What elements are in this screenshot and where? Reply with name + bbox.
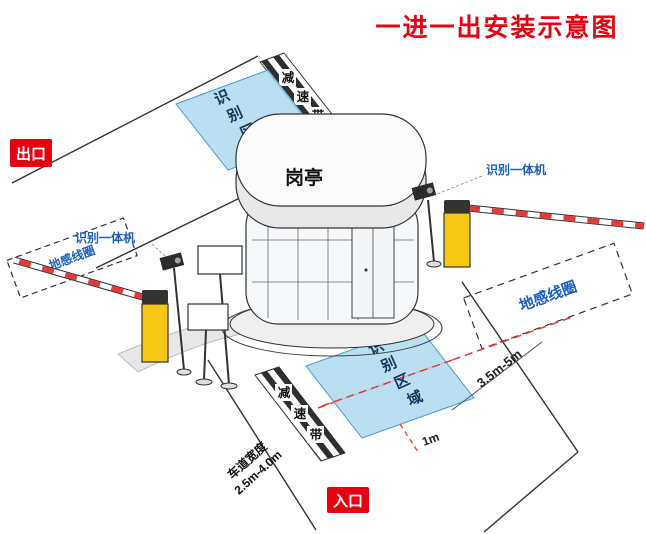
diagram-title: 一进一出安装示意图 [375,13,618,42]
recognition-area-bottom: 识 别 区 域 [305,325,475,439]
entry-lane-right-edge [461,281,579,453]
recognition-machine-label: 识别一体机 [75,230,135,245]
speed-bump-char: 带 [310,427,323,442]
camera-pole-base [426,260,442,268]
barrier-arm [13,257,147,301]
camera-head-icon [411,182,437,201]
booth-roof-top [235,113,427,207]
barrier-cabinet-cap [142,290,168,304]
barrier-cabinet [443,212,471,268]
recognition-area-char: 区 [392,371,413,393]
speed-bump-char: 速 [297,89,310,104]
char-chip [291,405,308,422]
char-chip [307,426,324,443]
camera-pole [173,267,185,371]
sign-pole-base [220,382,238,390]
door-handle [364,268,368,272]
camera-pole-base [176,368,192,376]
sign-pole [203,329,207,381]
lane-width-annotation: 车道宽度 2.5m-4.0m [224,438,284,497]
exit-badge: 出口 [10,139,52,167]
entrance-badge: 入口 [327,487,369,513]
speed-bump-bottom: 减 速 带 [254,366,346,462]
char-chip [279,69,296,86]
exit-lane-upper-edge [11,55,259,184]
area-offset-label: 1m [420,430,441,449]
entrance-badge-label: 入口 [333,493,363,510]
char-chip [294,88,311,105]
exit-badge-label: 出口 [16,145,46,163]
barrier-cabinet [141,303,169,363]
sign-pole-base [195,378,213,386]
display-sign [187,303,229,331]
recognition-camera-right: 识别一体机 [411,162,546,268]
speed-bump-char: 减 [278,385,291,400]
camera-leader-line [436,175,483,195]
char-chip [275,384,292,401]
recognition-area-char: 别 [224,104,246,126]
camera-head-icon [159,252,185,271]
booth-door [351,217,395,319]
ground-coil-label: 地感线圈 [517,277,580,314]
coil-distance-label: 3.5m-5m [474,346,525,390]
coil-distance-line [451,341,543,411]
recognition-machine-label: 识别一体机 [486,162,546,177]
booth-label: 岗亭 [285,166,323,189]
area-offset-line [399,423,419,453]
recognition-area-centerline [321,357,459,407]
recognition-area-char: 别 [378,354,400,376]
speed-bump-char: 速 [294,406,307,421]
recognition-area-char: 域 [404,387,425,410]
speed-bump-char: 减 [282,70,295,85]
ground-coil-right: 地感线圈 [462,242,634,350]
barrier-cabinet-cap [444,200,470,213]
display-sign [197,245,243,275]
guard-booth: 岗亭 [117,113,443,373]
camera-pole [427,199,435,263]
recognition-camera-left: 识别一体机 [75,230,192,376]
sign-boards [187,245,243,390]
barrier-gate-left [13,256,169,363]
entry-lane-bottom-edge [483,451,579,533]
barrier-arm-stripes [467,205,645,229]
recognition-area-char: 识 [212,87,233,109]
camera-leader-line [151,243,167,258]
barrier-gate-right [443,200,645,268]
